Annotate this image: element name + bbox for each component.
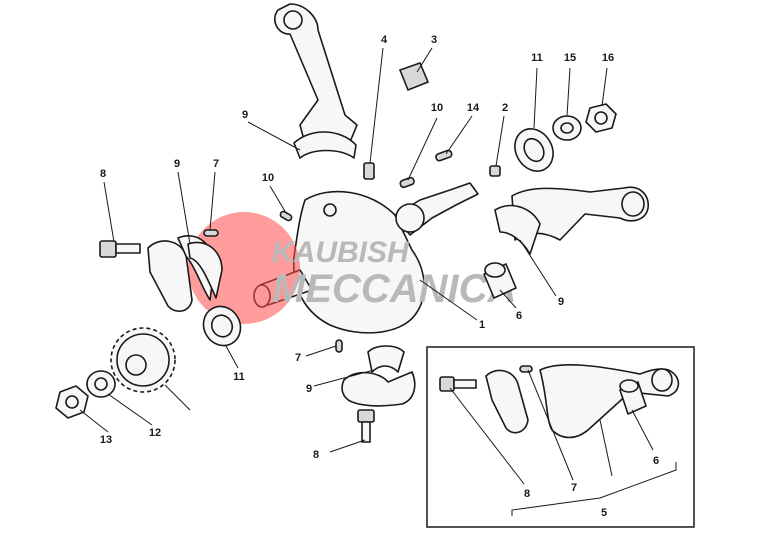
seal-ring-11-left — [202, 305, 242, 347]
callout-7-inset: 7 — [571, 482, 577, 494]
key-10-left — [279, 210, 293, 222]
key-7-left — [203, 229, 219, 237]
callout-10-left: 10 — [262, 172, 274, 184]
callout-2: 2 — [502, 102, 508, 114]
callout-9-left: 9 — [174, 158, 180, 170]
callout-11-left: 11 — [233, 371, 245, 383]
callout-8-left: 8 — [100, 168, 106, 180]
washer-15 — [552, 115, 582, 141]
connecting-rod-upper — [274, 3, 358, 159]
inset-connecting-rod — [539, 363, 680, 439]
pin-4 — [363, 162, 375, 180]
callout-9-center: 9 — [306, 383, 312, 395]
thread-insert-3 — [398, 61, 430, 92]
callout-11-right: 11 — [531, 52, 543, 64]
callout-6-main: 6 — [516, 310, 522, 322]
callout-1: 1 — [479, 319, 485, 331]
callout-13: 13 — [100, 434, 112, 446]
callout-15: 15 — [564, 52, 576, 64]
bearing-shell-9-left — [187, 241, 223, 299]
callout-8-center: 8 — [313, 449, 319, 461]
watermark-line1: KAUBISH — [272, 236, 410, 269]
inset-key-7 — [519, 365, 533, 373]
bushing-6 — [483, 262, 517, 299]
callout-6-inset: 6 — [653, 455, 659, 467]
callout-numbers: 1 2 3 4 5 6 6 7 7 7 8 8 8 9 9 9 9 10 10 … — [100, 34, 659, 519]
bearing-shell-9-center — [367, 345, 405, 373]
inset-bolt-8 — [439, 376, 477, 392]
callout-7-left: 7 — [213, 158, 219, 170]
inset-box — [426, 346, 695, 528]
bolt-8-left — [99, 240, 141, 258]
gear-12 — [110, 327, 176, 393]
bolt-8-center — [357, 409, 375, 443]
pin-2 — [489, 165, 501, 177]
nut-13 — [55, 385, 89, 419]
bearing-cap-center — [341, 371, 416, 407]
key-10-upper — [399, 176, 415, 189]
nut-16 — [585, 103, 617, 133]
key-7-center — [335, 339, 343, 353]
callout-12: 12 — [149, 427, 161, 439]
callout-10-upper: 10 — [431, 102, 443, 114]
callout-4: 4 — [381, 34, 388, 46]
callout-5: 5 — [601, 507, 607, 519]
washer-12 — [86, 370, 116, 398]
callout-8-inset: 8 — [524, 488, 530, 500]
leader-lines — [79, 47, 677, 516]
key-14 — [435, 149, 453, 162]
watermark-line2: MECCANICA — [272, 267, 516, 311]
inset-bearing-cap — [485, 369, 529, 434]
callout-3: 3 — [431, 34, 437, 46]
callout-14: 14 — [467, 102, 480, 114]
callout-9-top: 9 — [242, 109, 248, 121]
inset-bushing-6 — [619, 379, 647, 415]
callout-7-center: 7 — [295, 352, 301, 364]
callout-16: 16 — [602, 52, 614, 64]
connecting-rod-right — [494, 186, 649, 255]
seal-ring-11-right — [514, 128, 554, 172]
callout-9-right: 9 — [558, 296, 564, 308]
